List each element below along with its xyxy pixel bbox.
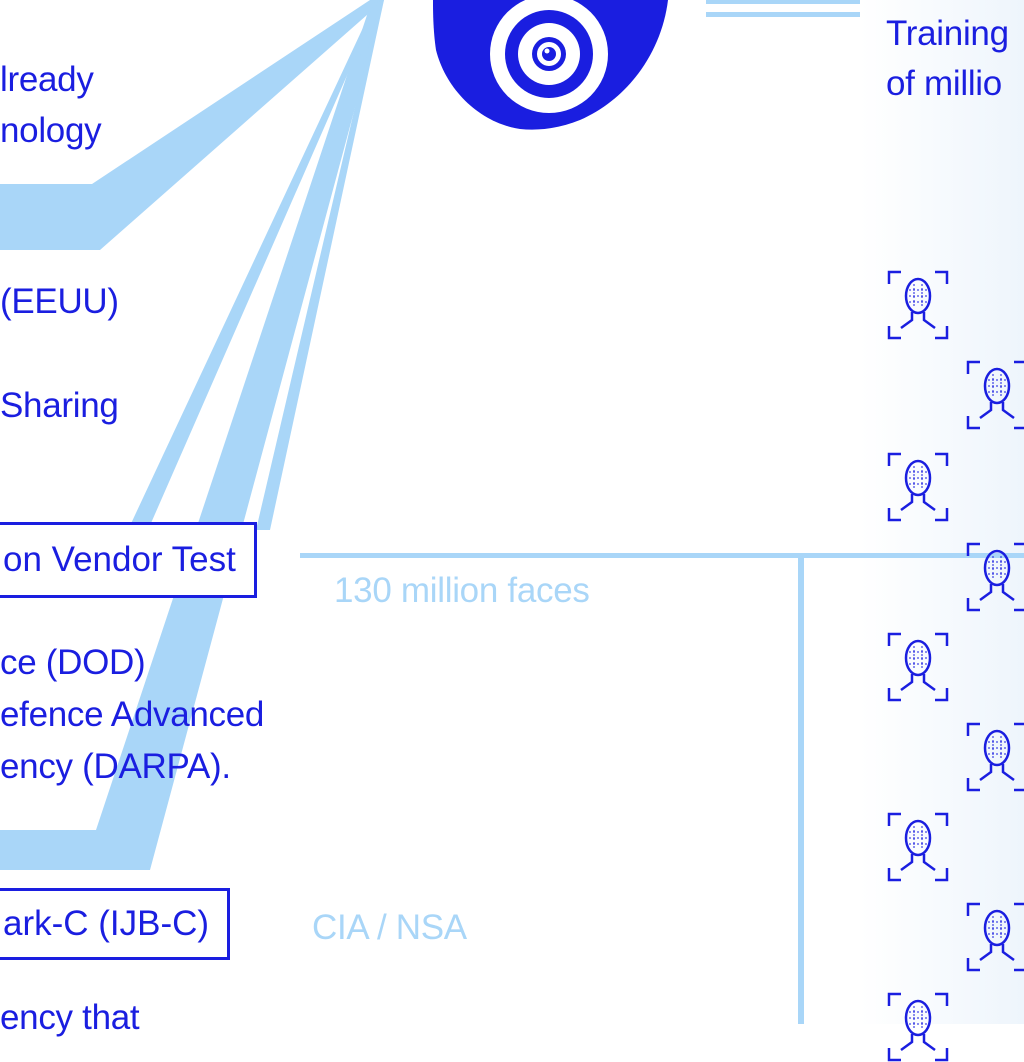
- training-panel: [860, 0, 1024, 1024]
- face-scan-icon: [887, 812, 949, 882]
- label-dod: ce (DOD): [0, 643, 146, 682]
- face-scan-icon: [966, 722, 1024, 792]
- training-heading-line1: Training: [886, 14, 1009, 53]
- label-bottom-partial: ency that: [0, 998, 140, 1037]
- header-rule-1: [706, 0, 860, 4]
- flow-graphic: [0, 0, 1024, 1024]
- face-scan-icon: [887, 452, 949, 522]
- face-scan-icon: [966, 360, 1024, 430]
- beam-thin-1: [128, 0, 380, 530]
- ijb-c-box: ark-C (IJB-C): [0, 888, 231, 960]
- face-scan-icon: [887, 632, 949, 702]
- connector-vertical: [798, 556, 804, 1024]
- face-scan-icon: [966, 902, 1024, 972]
- beam-band-bottom: [0, 0, 384, 870]
- beam-band-top: [0, 0, 384, 250]
- vendor-test-label: on Vendor Test: [3, 540, 236, 579]
- label-sharing: Sharing: [0, 386, 119, 425]
- vendor-test-box: on Vendor Test: [0, 522, 257, 598]
- face-scan-icon: [966, 542, 1024, 612]
- header-rule-2: [706, 12, 860, 17]
- face-scan-icon: [887, 270, 949, 340]
- connector-horizontal: [300, 553, 1024, 558]
- training-heading-line2: of millio: [886, 64, 1002, 103]
- beam-thin-3: [256, 0, 384, 530]
- ijb-c-label: ark-C (IJB-C): [3, 904, 210, 943]
- faces-count-label: 130 million faces: [334, 571, 590, 610]
- beam-thin-2: [208, 0, 382, 530]
- label-defence: efence Advanced: [0, 695, 265, 734]
- face-scan-icon: [887, 992, 949, 1062]
- camera-icon: [433, 0, 668, 130]
- label-technology: nology: [0, 111, 102, 150]
- label-already: lready: [0, 60, 94, 99]
- agencies-label: CIA / NSA: [312, 908, 467, 947]
- label-darpa: ency (DARPA).: [0, 747, 231, 786]
- label-eeuu: (EEUU): [0, 282, 119, 321]
